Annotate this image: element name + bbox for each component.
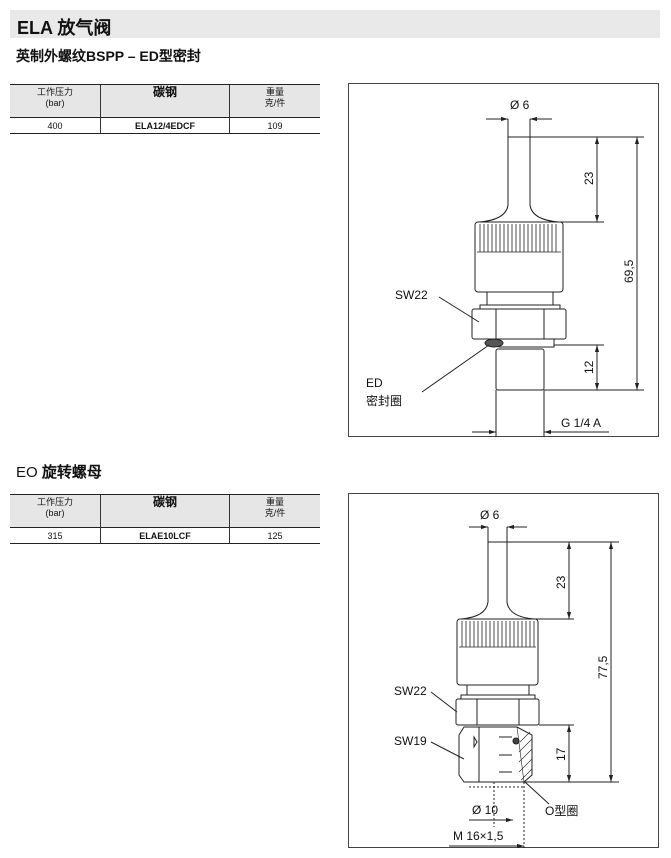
label-thread: G 1/4 A <box>561 416 601 430</box>
header-pressure: 工作压力(bar) <box>10 494 101 528</box>
cell-code: ELA12/4EDCF <box>100 117 230 134</box>
dim-17: 17 <box>554 747 568 761</box>
drawing-ela12: Ø 6 23 69,5 12 SW22 ED 密封圈 G 1/4 A <box>348 83 659 437</box>
table-row: 315 ELAE10LCF 125 <box>10 527 320 544</box>
label-sw22: SW22 <box>395 288 428 302</box>
table-row: 400 ELA12/4EDCF 109 <box>10 117 320 134</box>
dim-12: 12 <box>582 360 596 374</box>
label-thread: M 16×1,5 <box>453 829 504 843</box>
header-weight: 重量克/件 <box>229 494 320 528</box>
dim-total: 77,5 <box>596 655 610 679</box>
section2-title: EO 旋转螺母 <box>16 464 102 481</box>
label-seal: 密封圈 <box>366 393 402 408</box>
section1-table: 工作压力(bar) 碳钢 重量克/件 400 ELA12/4EDCF 109 <box>10 84 320 134</box>
label-sw22: SW22 <box>394 684 427 698</box>
section2-table: 工作压力(bar) 碳钢 重量克/件 315 ELAE10LCF 125 <box>10 494 320 544</box>
dim-23: 23 <box>554 575 568 589</box>
table-header: 工作压力(bar) 碳钢 重量克/件 <box>10 84 320 118</box>
cell-pressure: 400 <box>10 117 101 134</box>
label-sw19: SW19 <box>394 734 427 748</box>
cell-code: ELAE10LCF <box>100 527 230 544</box>
page-title: ELA 放气阀 <box>17 18 112 38</box>
header-pressure: 工作压力(bar) <box>10 84 101 118</box>
dim-23: 23 <box>582 171 596 185</box>
title-bar: ELA 放气阀 <box>10 10 660 38</box>
label-ed: ED <box>366 376 383 390</box>
dim-diameter-10: Ø 10 <box>472 803 498 817</box>
header-material: 碳钢 <box>100 84 230 118</box>
table-header: 工作压力(bar) 碳钢 重量克/件 <box>10 494 320 528</box>
cell-pressure: 315 <box>10 527 101 544</box>
label-oring: O型圈 <box>545 804 578 818</box>
drawing-elae10: Ø 6 23 77,5 17 SW22 SW19 O型圈 Ø 10 M 16×1… <box>348 493 659 852</box>
dim-total: 69,5 <box>622 259 636 283</box>
cell-weight: 109 <box>229 117 320 134</box>
cell-weight: 125 <box>229 527 320 544</box>
section1-subtitle: 英制外螺纹BSPP – ED型密封 <box>16 48 201 64</box>
header-material: 碳钢 <box>100 494 230 528</box>
header-weight: 重量克/件 <box>229 84 320 118</box>
dim-diameter: Ø 6 <box>480 508 500 522</box>
dim-diameter: Ø 6 <box>510 98 530 112</box>
